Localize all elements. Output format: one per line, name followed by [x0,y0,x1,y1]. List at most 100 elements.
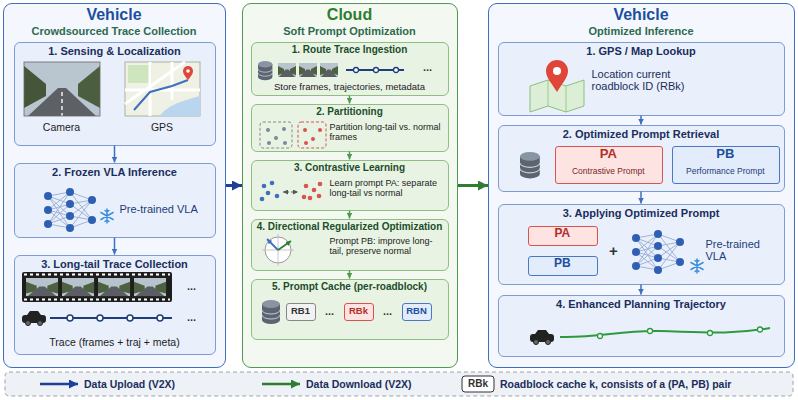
cache-box: 5. Prompt Cache (per-roadblock)......RB1… [251,279,449,340]
legend-text: Data Upload (V2X) [84,378,234,390]
node-text: PA [527,227,597,241]
text-slot: Vehicle [3,6,226,24]
node-text: Store frames, trajectories, metadata [253,82,447,93]
node-text: 3. Long-tail Trace Collection [17,258,213,271]
text-slot: PB [527,257,597,271]
text-slot: PA [554,147,662,162]
text-slot: Soft Prompt Optimization [242,25,458,38]
text-slot: RBk [344,306,374,317]
node-text: RB1 [286,306,316,317]
text-slot: ... [174,280,210,293]
flow-arrow [226,184,242,187]
flow-arrow [349,96,351,104]
node-text: ... [318,305,342,318]
cloud-panel: CloudSoft Prompt Optimization1. Route Tr… [242,3,458,368]
node-text: 2. Partitioning [253,106,447,118]
text-slot: 3. Applying Optimized Prompt [500,207,783,220]
node-text: 3. Applying Optimized Prompt [500,207,783,220]
flow-arrow [349,211,351,219]
flow-arrow [114,146,116,163]
node-text: Performance Prompt [671,167,779,177]
node-text: Vehicle [488,6,795,24]
text-slot: 4. Directional Regularized Optimization [253,221,447,233]
text-slot: Pre-trained VLA [120,203,212,216]
node-text: 2. Frozen VLA Inference [17,166,213,179]
process-box: 1. GPS / Map LookupLocation current road… [498,42,785,116]
text-slot: Crowdsourced Trace Collection [3,25,226,38]
flow-arrow [640,116,642,125]
text-slot: Contrastive Prompt [554,167,662,177]
node-text: GPS [125,121,200,133]
text-slot: Trace (frames + traj + meta) [17,336,213,348]
text-slot: Prompt PB: improve long-tail, preserve n… [330,236,446,257]
node-text: Pre-trained VLA [120,203,212,216]
text-slot: Performance Prompt [671,167,779,177]
text-slot: Camera [24,121,100,133]
node-text: RBk [344,306,374,317]
text-slot: 3. Long-tail Trace Collection [17,258,213,271]
node-text: 4. Directional Regularized Optimization [253,221,447,233]
flow-arrow [114,238,116,255]
text-slot: RBN [402,306,432,317]
node-text: Soft Prompt Optimization [242,25,458,38]
prompt-box: PB Performance Prompt [672,146,780,184]
text-slot: Location current roadblock ID (RBk) [592,68,717,93]
node-text: Optimized Inference [488,25,795,38]
flow-arrow [349,152,351,160]
legend-slot: Data Download (V2X) [306,378,456,390]
node-text: Crowdsourced Trace Collection [3,25,226,38]
node-text: Pre-trained VLA [706,238,782,263]
node-text: ... [376,305,400,318]
flow-arrow [458,184,488,187]
legend-slot: Roadblock cache k, consists of a (PA, PB… [500,378,792,390]
label-slot: RBk [462,378,494,390]
text-slot: PB [671,147,779,162]
vehicle-panel: VehicleCrowdsourced Trace Collection 1. S… [3,3,226,368]
text-slot: 2. Optimized Prompt Retrieval [500,128,783,141]
text-slot: PA [527,227,597,241]
roadblock-cache: RBN [402,303,432,321]
text-slot: Store frames, trajectories, metadata [253,82,447,93]
legend-text: Roadblock cache k, consists of a (PA, PB… [500,378,792,390]
text-slot: 1. Sensing & Localization [17,45,213,58]
node-text: PB [527,257,597,271]
node-text: Trace (frames + traj + meta) [17,336,213,348]
text-slot: 2. Frozen VLA Inference [17,166,213,179]
process-box: 2. Optimized Prompt RetrievalPA Contrasti… [498,125,785,192]
process-box: 4. Enhanced Planning Trajectory [498,295,785,357]
text-slot: Optimized Inference [488,25,795,38]
flow-arrow [640,192,642,204]
node-text: ... [174,311,210,324]
text-slot: 5. Prompt Cache (per-roadblock) [253,281,447,293]
text-slot: 3. Contrastive Learning [253,162,447,174]
flow-arrow [349,271,351,279]
prompt-box: PA Contrastive Prompt [555,146,663,184]
vehicle-panel: VehicleOptimized Inference 1. GPS / Map L… [488,3,795,368]
node-text: Vehicle [3,6,226,24]
node-text: 3. Contrastive Learning [253,162,447,174]
text-slot: RB1 [286,306,316,317]
process-box: 3. Long-tail Trace Collection...... Trace… [14,255,216,355]
roadblock-cache: RB1 [286,303,316,321]
text-slot: Pre-trained VLA [706,238,782,263]
text-slot: 1. Route Trace Ingestion [253,44,447,56]
node-text: 1. Sensing & Localization [17,45,213,58]
text-slot: Partition long-tail vs. normal frames [330,122,446,143]
text-slot: Learn prompt PA: separate long-tail vs n… [330,178,446,199]
text-slot: ... [410,61,446,74]
text-slot: + [604,242,624,259]
node-text: Contrastive Prompt [554,167,662,177]
prompt-box: PA [528,226,598,246]
node-text: ... [410,61,446,74]
prompt-box: PB [528,256,598,276]
node-text: + [604,242,624,259]
text-slot: ... [318,305,342,318]
node-text: Location current roadblock ID (RBk) [592,68,717,93]
text-slot: 1. GPS / Map Lookup [500,45,783,58]
legend-sample-label: RBk [462,378,494,390]
text-slot: Vehicle [488,6,795,24]
text-slot: 2. Partitioning [253,106,447,118]
process-box: 2. Frozen VLA InferencePre-trained VLA [14,163,216,238]
process-box: 1. Sensing & LocalizationCamera GPS [14,42,216,146]
